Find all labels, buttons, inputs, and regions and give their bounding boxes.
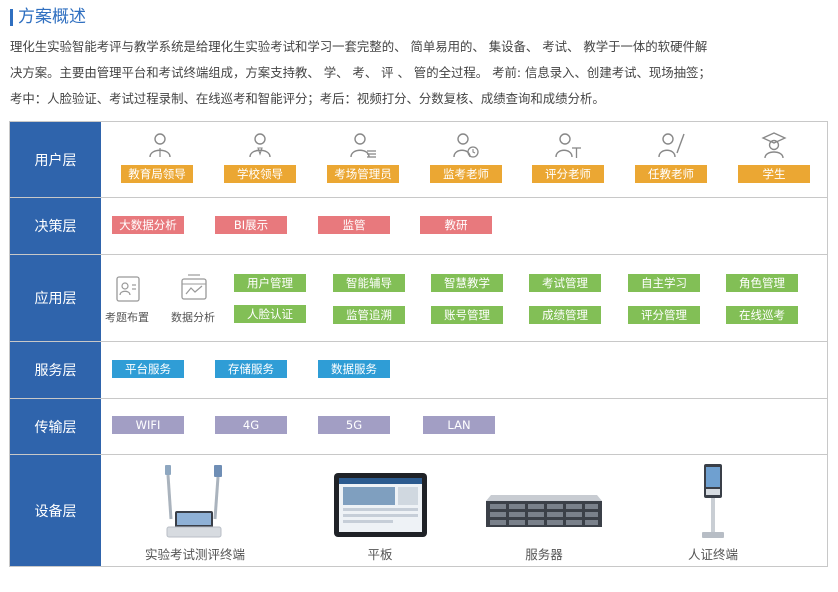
description: 理化生实验智能考评与教学系统是给理化生实验考试和学习一套完整的、 简单易用的、 … xyxy=(10,34,830,112)
service-tag: 存储服务 xyxy=(215,360,287,378)
application-tag: 监管追溯 xyxy=(333,306,405,324)
decision-tag: 教研 xyxy=(420,216,492,234)
tablet-device xyxy=(334,473,427,537)
device-layer-content: 实验考试测评终端 平板 xyxy=(101,455,827,566)
transport-layer-label: 传输层 xyxy=(10,399,101,454)
transport-tag: 4G xyxy=(215,416,287,434)
decision-tag: 大数据分析 xyxy=(112,216,184,234)
transport-tag: LAN xyxy=(423,416,495,434)
device-label: 平板 xyxy=(367,547,393,562)
application-tag: 用户管理 xyxy=(234,274,306,292)
student-cap-icon xyxy=(761,132,787,159)
decision-layer-content: 大数据分析 BI展示 监管 教研 xyxy=(101,198,827,254)
transport-layer: 传输层 WIFI 4G 5G LAN xyxy=(10,398,827,454)
id-card-icon xyxy=(116,276,140,302)
application-group-label: 考题布置 xyxy=(105,311,149,324)
user-tag: 学校领导 xyxy=(224,165,296,183)
exam-terminal-device xyxy=(165,465,222,538)
user-tag: 评分老师 xyxy=(532,165,604,183)
id-kiosk-device xyxy=(702,464,724,538)
application-tag: 考试管理 xyxy=(529,274,601,292)
architecture-diagram: 用户层 xyxy=(9,121,828,567)
decision-layer-label: 决策层 xyxy=(10,198,101,254)
application-tag: 自主学习 xyxy=(628,274,700,292)
transport-layer-content: WIFI 4G 5G LAN xyxy=(101,399,827,454)
device-layer: 设备层 实验考试测评终端 xyxy=(10,454,827,566)
user-tag: 学生 xyxy=(738,165,810,183)
service-tag: 数据服务 xyxy=(318,360,390,378)
application-layer-label: 应用层 xyxy=(10,255,101,341)
server-device xyxy=(486,495,602,527)
user-layer-label: 用户层 xyxy=(10,122,101,197)
transport-tag: WIFI xyxy=(112,416,184,434)
service-layer: 服务层 平台服务 存储服务 数据服务 xyxy=(10,341,827,398)
device-label: 人证终端 xyxy=(687,547,738,562)
application-tag: 人脸认证 xyxy=(234,305,306,323)
transport-tag: 5G xyxy=(318,416,390,434)
application-layer-content: 考题布置 数据分析 用户管理 智能辅导 智慧教学 考试管理 自主学习 角色管理 … xyxy=(101,255,827,341)
decision-tag: 监管 xyxy=(318,216,390,234)
application-tag: 智慧教学 xyxy=(431,274,503,292)
application-tag: 智能辅导 xyxy=(333,274,405,292)
person-list-icon xyxy=(350,133,376,158)
service-layer-content: 平台服务 存储服务 数据服务 xyxy=(101,342,827,398)
description-line: 决方案。主要由管理平台和考试终端组成，方案支持教、 学、 考、 评 、 管的全过… xyxy=(10,65,711,80)
user-layer: 用户层 xyxy=(10,122,827,197)
user-tag: 教育局领导 xyxy=(121,165,193,183)
application-tag: 评分管理 xyxy=(628,306,700,324)
application-group-label: 数据分析 xyxy=(171,311,215,324)
application-layer: 应用层 考题布置 数据分析 用户管理 智能辅导 智慧教学 考试管理 自主学习 xyxy=(10,254,827,341)
title-accent-bar xyxy=(10,8,13,26)
application-tag: 账号管理 xyxy=(431,306,503,324)
person-score-icon xyxy=(555,133,581,158)
section-header: 方案概述 xyxy=(10,6,86,28)
device-layer-label: 设备层 xyxy=(10,455,101,566)
decision-layer: 决策层 大数据分析 BI展示 监管 教研 xyxy=(10,197,827,254)
user-tag: 监考老师 xyxy=(430,165,502,183)
person-clock-icon xyxy=(453,133,479,158)
application-tag: 成绩管理 xyxy=(529,306,601,324)
service-tag: 平台服务 xyxy=(112,360,184,378)
description-line: 考中：人脸验证、考试过程录制、在线巡考和智能评分；考后：视频打分、分数复核、成绩… xyxy=(10,91,605,106)
page-title: 方案概述 xyxy=(18,7,86,27)
service-layer-label: 服务层 xyxy=(10,342,101,398)
application-tag: 角色管理 xyxy=(726,274,798,292)
description-line: 理化生实验智能考评与教学系统是给理化生实验考试和学习一套完整的、 简单易用的、 … xyxy=(10,39,708,54)
user-layer-content: 教育局领导 学校领导 考场管理员 监考老师 评分老师 任教老师 学生 xyxy=(101,122,827,197)
application-tag: 在线巡考 xyxy=(726,306,798,324)
person-icon xyxy=(149,133,171,158)
device-label: 实验考试测评终端 xyxy=(144,547,245,562)
analytics-icon xyxy=(181,274,207,300)
person-pen-icon xyxy=(658,133,685,158)
device-label: 服务器 xyxy=(525,547,563,562)
user-tag: 任教老师 xyxy=(635,165,707,183)
decision-tag: BI展示 xyxy=(215,216,287,234)
user-tag: 考场管理员 xyxy=(327,165,399,183)
person-tie-icon xyxy=(249,133,271,158)
